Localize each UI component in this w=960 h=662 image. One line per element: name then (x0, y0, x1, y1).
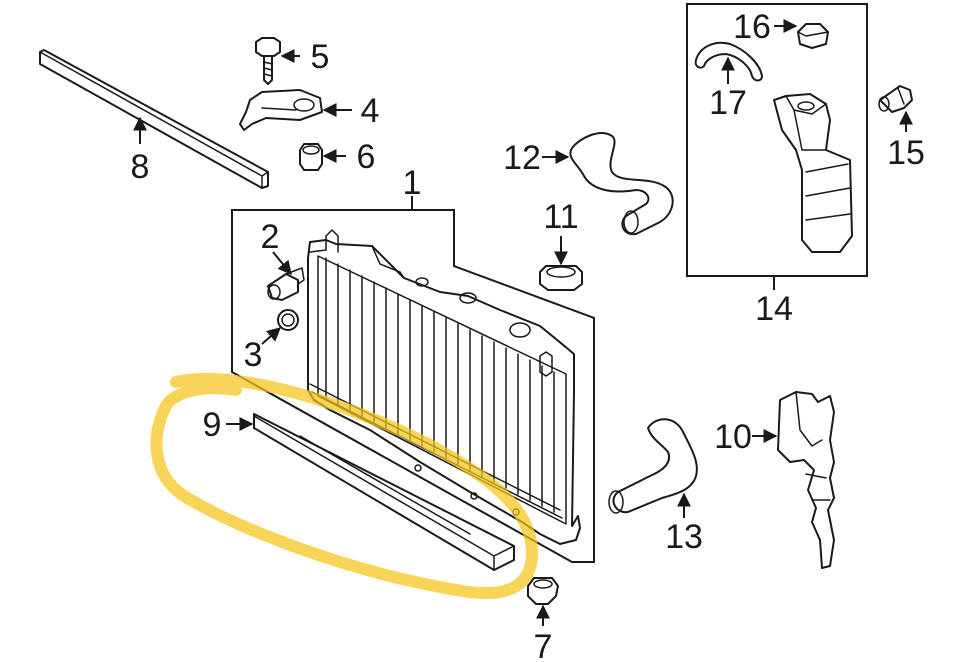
part-8-seal-strip (39, 49, 269, 189)
part-4-bracket (239, 89, 323, 131)
radiator-core (307, 229, 581, 545)
callout-11: 11 (543, 198, 578, 236)
callout-5: 5 (311, 38, 330, 76)
leader-arrows (133, 19, 913, 626)
part-6-grommet (299, 143, 323, 171)
part-14-reservoir-tank (773, 93, 853, 253)
callout-8: 8 (131, 148, 150, 186)
callout-1: 1 (403, 164, 422, 202)
part-15-bolt (878, 85, 913, 113)
callout-17: 17 (709, 84, 747, 122)
callout-7: 7 (534, 628, 553, 662)
part-3-o-ring (277, 309, 299, 331)
part-11-radiator-cap (539, 265, 583, 291)
part-7-grommet (527, 577, 559, 605)
part-16-reservoir-cap (797, 23, 829, 49)
part-2-drain-plug (267, 267, 305, 301)
part-17-overflow-hose (694, 41, 763, 82)
callout-2: 2 (261, 218, 280, 256)
part-1-group-outline (231, 196, 595, 563)
part-10-air-guide (777, 391, 835, 569)
highlight-marker-circle (150, 373, 539, 600)
callout-12: 12 (503, 139, 541, 177)
callout-4: 4 (361, 92, 380, 130)
callout-14: 14 (755, 290, 793, 328)
callout-9: 9 (203, 406, 222, 444)
part-14-group-box (686, 3, 868, 290)
callout-labels: 1 2 3 4 5 6 7 8 9 10 11 12 13 14 15 16 1… (131, 8, 925, 662)
part-5-bolt (255, 37, 281, 85)
callout-15: 15 (887, 134, 925, 172)
callout-10: 10 (714, 418, 752, 456)
part-13-lower-hose (608, 418, 698, 514)
callout-3: 3 (244, 336, 263, 374)
callout-13: 13 (665, 518, 703, 556)
leader-3 (261, 327, 282, 345)
part-9-lower-seal (253, 413, 515, 571)
part-12-upper-hose (569, 132, 674, 236)
callout-6: 6 (357, 138, 376, 176)
callout-16: 16 (733, 8, 771, 46)
leader-2 (272, 251, 292, 276)
